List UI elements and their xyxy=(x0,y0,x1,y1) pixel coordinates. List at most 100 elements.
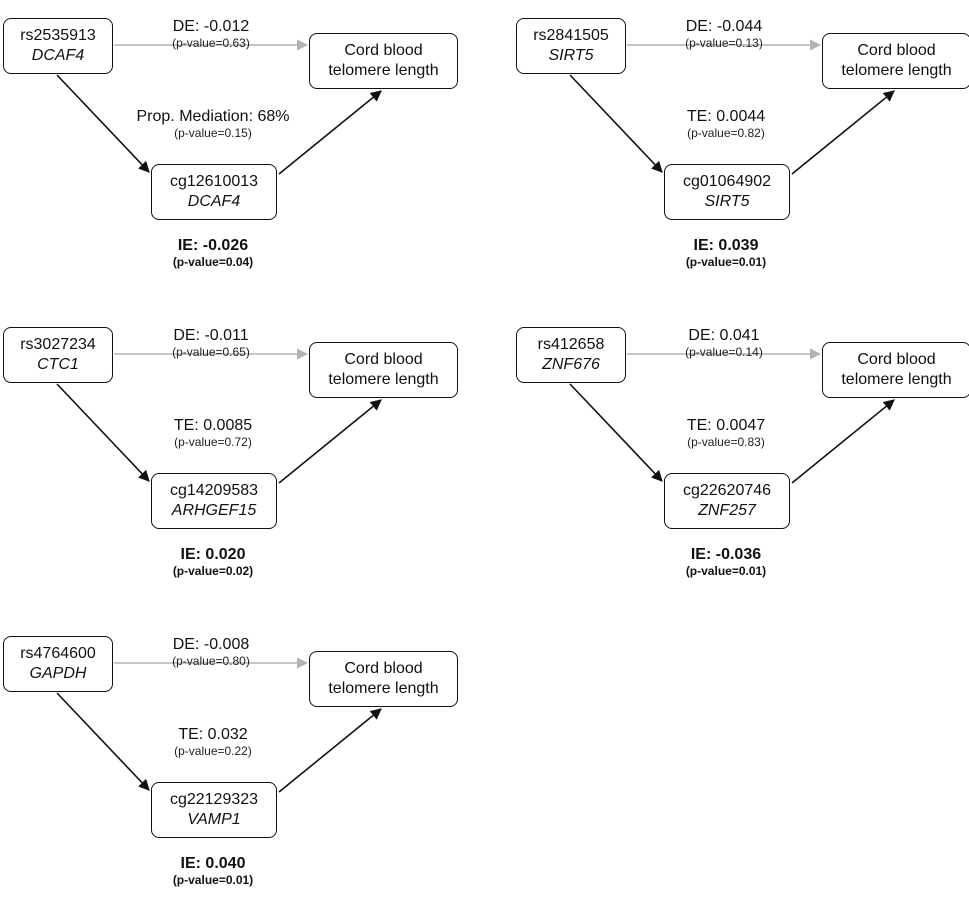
total-effect-value: TE: 0.0085 xyxy=(173,417,253,434)
snp-node: rs3027234 CTC1 xyxy=(3,327,113,383)
cpg-to-outcome-arrow xyxy=(791,90,895,175)
outcome-line2: telomere length xyxy=(328,680,439,697)
snp-to-cpg-arrow xyxy=(56,74,150,173)
total-effect-value: Prop. Mediation: 68% xyxy=(136,108,290,125)
outcome-node: Cord blood telomere length xyxy=(822,33,969,89)
direct-effect-label: DE: -0.008 (p-value=0.80) xyxy=(113,635,309,669)
cpg-id: cg22620746 xyxy=(682,482,772,499)
snp-gene: SIRT5 xyxy=(548,47,594,64)
indirect-effect-pvalue: (p-value=0.01) xyxy=(172,873,254,887)
indirect-effect-label: IE: 0.039 (p-value=0.01) xyxy=(626,236,826,270)
indirect-effect-value: IE: -0.036 xyxy=(690,546,762,563)
outcome-line2: telomere length xyxy=(841,62,952,79)
outcome-node: Cord blood telomere length xyxy=(822,342,969,398)
direct-effect-value: DE: -0.044 xyxy=(685,18,763,35)
snp-node: rs412658 ZNF676 xyxy=(516,327,626,383)
snp-id: rs3027234 xyxy=(20,336,96,353)
cpg-gene: SIRT5 xyxy=(704,193,750,210)
total-effect-value: TE: 0.032 xyxy=(178,726,248,743)
indirect-effect-value: IE: 0.040 xyxy=(180,855,246,872)
outcome-line1: Cord blood xyxy=(344,42,423,59)
outcome-line1: Cord blood xyxy=(857,42,936,59)
cpg-to-outcome-arrow xyxy=(278,399,382,484)
total-effect-pvalue: (p-value=0.83) xyxy=(687,435,765,449)
indirect-effect-label: IE: 0.040 (p-value=0.01) xyxy=(113,854,313,888)
mediation-diagram-3: rs3027234 CTC1 Cord blood telomere lengt… xyxy=(3,327,463,592)
snp-to-cpg-arrow xyxy=(569,74,663,173)
outcome-node: Cord blood telomere length xyxy=(309,342,458,398)
outcome-line2: telomere length xyxy=(328,62,439,79)
indirect-effect-value: IE: -0.026 xyxy=(177,237,249,254)
cpg-node: cg01064902 SIRT5 xyxy=(664,164,790,220)
cpg-gene: ZNF257 xyxy=(698,502,756,519)
direct-effect-pvalue: (p-value=0.80) xyxy=(172,654,250,668)
indirect-effect-label: IE: -0.026 (p-value=0.04) xyxy=(113,236,313,270)
direct-effect-value: DE: 0.041 xyxy=(688,327,760,344)
cpg-to-outcome-arrow xyxy=(278,708,382,793)
cpg-id: cg12610013 xyxy=(169,173,259,190)
direct-effect-value: DE: -0.012 xyxy=(172,18,250,35)
indirect-effect-value: IE: 0.020 xyxy=(180,546,246,563)
mediation-diagram-4: rs412658 ZNF676 Cord blood telomere leng… xyxy=(516,327,969,592)
snp-to-cpg-arrow xyxy=(569,383,663,482)
direct-effect-pvalue: (p-value=0.13) xyxy=(685,36,763,50)
indirect-effect-label: IE: -0.036 (p-value=0.01) xyxy=(626,545,826,579)
outcome-node: Cord blood telomere length xyxy=(309,651,458,707)
total-effect-label: TE: 0.032 (p-value=0.22) xyxy=(93,725,333,759)
cpg-gene: VAMP1 xyxy=(187,811,241,828)
cpg-to-outcome-arrow xyxy=(278,90,382,175)
snp-id: rs2841505 xyxy=(533,27,609,44)
outcome-line1: Cord blood xyxy=(344,351,423,368)
snp-gene: DCAF4 xyxy=(31,47,85,64)
snp-gene: GAPDH xyxy=(29,665,87,682)
outcome-line2: telomere length xyxy=(328,371,439,388)
snp-node: rs2841505 SIRT5 xyxy=(516,18,626,74)
indirect-effect-pvalue: (p-value=0.01) xyxy=(685,255,767,269)
cpg-id: cg14209583 xyxy=(169,482,259,499)
direct-effect-pvalue: (p-value=0.65) xyxy=(172,345,250,359)
snp-id: rs4764600 xyxy=(20,645,96,662)
arrow-layer xyxy=(56,39,382,175)
direct-effect-pvalue: (p-value=0.63) xyxy=(172,36,250,50)
direct-effect-value: DE: -0.008 xyxy=(172,636,250,653)
direct-effect-label: DE: -0.011 (p-value=0.65) xyxy=(113,326,309,360)
total-effect-value: TE: 0.0047 xyxy=(686,417,766,434)
total-effect-label: TE: 0.0044 (p-value=0.82) xyxy=(606,107,846,141)
outcome-line2: telomere length xyxy=(841,371,952,388)
snp-to-cpg-arrow xyxy=(56,383,150,482)
total-effect-label: TE: 0.0047 (p-value=0.83) xyxy=(606,416,846,450)
total-effect-label: Prop. Mediation: 68% (p-value=0.15) xyxy=(93,107,333,141)
direct-effect-pvalue: (p-value=0.14) xyxy=(685,345,763,359)
cpg-node: cg22620746 ZNF257 xyxy=(664,473,790,529)
cpg-to-outcome-arrow xyxy=(791,399,895,484)
cpg-id: cg01064902 xyxy=(682,173,772,190)
arrow-layer xyxy=(569,348,895,484)
cpg-id: cg22129323 xyxy=(169,791,259,808)
direct-effect-label: DE: -0.044 (p-value=0.13) xyxy=(626,17,822,51)
cpg-gene: ARHGEF15 xyxy=(171,502,257,519)
outcome-line1: Cord blood xyxy=(857,351,936,368)
outcome-node: Cord blood telomere length xyxy=(309,33,458,89)
snp-id: rs2535913 xyxy=(20,27,96,44)
cpg-node: cg14209583 ARHGEF15 xyxy=(151,473,277,529)
arrow-layer xyxy=(56,348,382,484)
snp-gene: CTC1 xyxy=(37,356,79,373)
indirect-effect-pvalue: (p-value=0.04) xyxy=(172,255,254,269)
cpg-node: cg22129323 VAMP1 xyxy=(151,782,277,838)
snp-to-cpg-arrow xyxy=(56,692,150,791)
indirect-effect-pvalue: (p-value=0.01) xyxy=(685,564,767,578)
snp-node: rs4764600 GAPDH xyxy=(3,636,113,692)
total-effect-label: TE: 0.0085 (p-value=0.72) xyxy=(93,416,333,450)
direct-effect-value: DE: -0.011 xyxy=(173,327,249,344)
total-effect-pvalue: (p-value=0.72) xyxy=(174,435,252,449)
snp-id: rs412658 xyxy=(537,336,605,353)
outcome-line1: Cord blood xyxy=(344,660,423,677)
arrow-layer xyxy=(56,657,382,793)
cpg-node: cg12610013 DCAF4 xyxy=(151,164,277,220)
indirect-effect-value: IE: 0.039 xyxy=(693,237,759,254)
direct-effect-label: DE: 0.041 (p-value=0.14) xyxy=(626,326,822,360)
mediation-diagram-2: rs2841505 SIRT5 Cord blood telomere leng… xyxy=(516,18,969,283)
cpg-gene: DCAF4 xyxy=(187,193,241,210)
total-effect-pvalue: (p-value=0.15) xyxy=(174,126,252,140)
total-effect-value: TE: 0.0044 xyxy=(686,108,766,125)
